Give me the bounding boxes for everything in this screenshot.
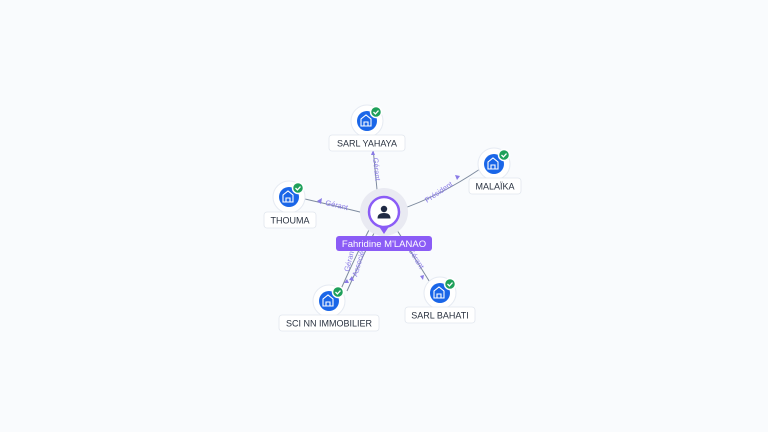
company-node-sci-nn-immobilier[interactable]: SCI NN IMMOBILIER xyxy=(278,284,380,332)
company-label: SARL YAHAYA xyxy=(337,139,397,149)
verified-badge-icon xyxy=(291,181,305,195)
edge-sarl-bahati: Gérant xyxy=(394,226,432,285)
edge-sci-nn-immobilier: Gérant Associé xyxy=(340,225,377,292)
company-node-thouma[interactable]: THOUMA xyxy=(263,180,317,229)
verified-badge-icon xyxy=(331,285,345,299)
building-icon xyxy=(360,114,372,127)
company-node-malaika[interactable]: MALAÏKA xyxy=(468,147,522,195)
company-node-sarl-yahaya[interactable]: SARL YAHAYA xyxy=(328,104,406,152)
verified-badge-icon xyxy=(497,148,511,162)
arrow-icon xyxy=(344,279,349,283)
company-node-sarl-bahati[interactable]: SARL BAHATI xyxy=(404,276,476,324)
verified-badge-icon xyxy=(369,105,383,119)
edge-malaika: Président xyxy=(398,168,481,211)
person-node[interactable]: Fahridine M'LANAO xyxy=(336,188,432,251)
company-label: SARL BAHATI xyxy=(411,311,469,321)
arrow-icon xyxy=(317,198,322,204)
building-icon xyxy=(433,286,445,299)
arrow-icon xyxy=(420,275,424,280)
arrow-icon xyxy=(349,276,354,281)
company-label: MALAÏKA xyxy=(475,182,514,192)
person-icon xyxy=(377,205,391,219)
building-icon xyxy=(487,157,499,170)
edge-label: Gérant xyxy=(371,157,382,182)
edge-label: Gérant xyxy=(325,198,350,212)
person-label: Fahridine M'LANAO xyxy=(342,239,426,250)
company-label: SCI NN IMMOBILIER xyxy=(286,319,373,329)
edge-thouma: Gérant xyxy=(304,198,369,215)
arrow-icon xyxy=(455,175,460,180)
verified-badge-icon xyxy=(443,277,457,291)
arrow-icon xyxy=(371,150,375,155)
company-label: THOUMA xyxy=(271,216,310,226)
edge-label: Président xyxy=(423,179,455,205)
building-icon xyxy=(282,190,294,203)
building-icon xyxy=(322,294,334,307)
